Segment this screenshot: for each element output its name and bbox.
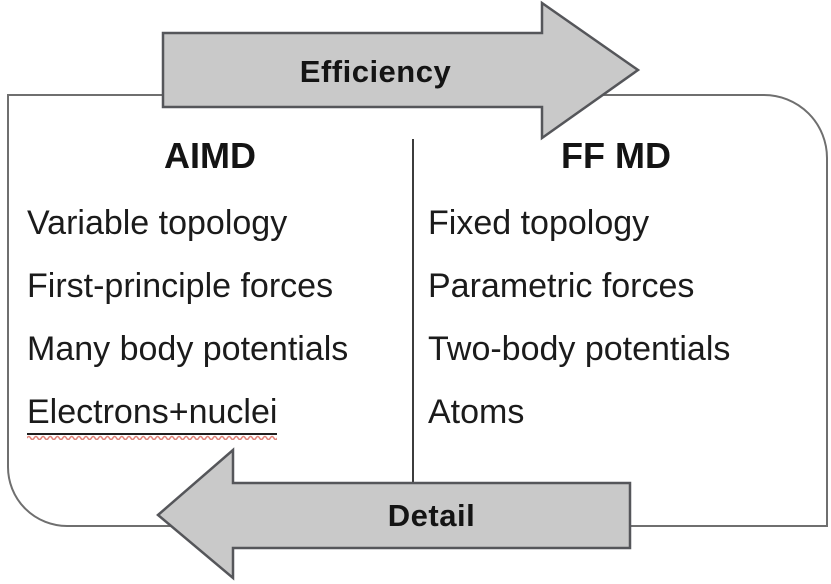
- list-item: First-principle forces: [27, 267, 334, 305]
- list-item: Two-body potentials: [428, 330, 731, 368]
- list-item: Variable topology: [27, 204, 288, 242]
- column-divider: [412, 139, 414, 483]
- efficiency-arrow: [161, 0, 641, 141]
- column-heading-ffmd: FF MD: [561, 135, 671, 176]
- underlined-term: Electrons+nuclei: [27, 393, 278, 441]
- ffmd-item-list: Fixed topology Parametric forces Two-bod…: [428, 192, 730, 444]
- list-item: Atoms: [428, 393, 525, 431]
- detail-arrow-shape: [156, 447, 632, 581]
- detail-arrow: [156, 447, 632, 581]
- column-heading-aimd: AIMD: [164, 135, 256, 176]
- list-item-label: Electrons+nuclei: [27, 393, 278, 431]
- list-item: Parametric forces: [428, 267, 695, 305]
- efficiency-arrow-label: Efficiency: [299, 54, 452, 89]
- spellcheck-squiggle-icon: [27, 435, 278, 441]
- efficiency-arrow-shape: [161, 0, 641, 141]
- list-item: Electrons+nuclei: [27, 381, 348, 444]
- list-item: Many body potentials: [27, 330, 349, 368]
- aimd-item-list: Variable topology First-principle forces…: [27, 192, 348, 444]
- detail-arrow-label: Detail: [387, 498, 476, 533]
- list-item: Fixed topology: [428, 204, 650, 242]
